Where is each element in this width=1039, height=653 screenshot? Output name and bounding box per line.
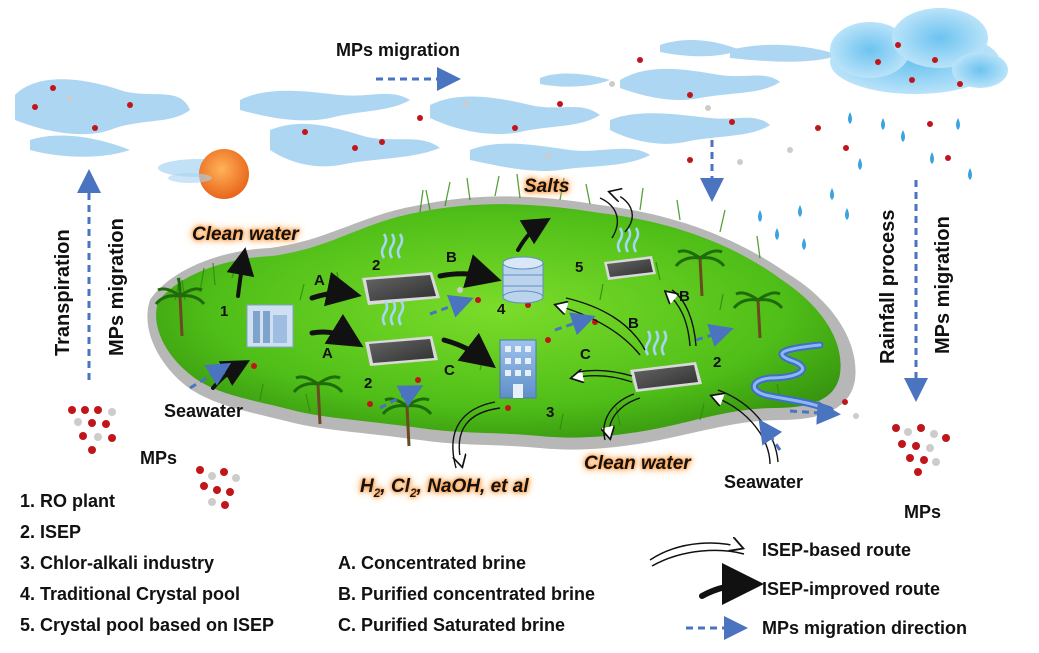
crystal-pool-icon [502, 256, 544, 304]
site-number-3: 3 [546, 404, 555, 421]
top-migration-label: MPs migration [336, 40, 461, 60]
legend-site-item: 5. Crystal pool based on ISEP [20, 615, 275, 635]
mps-cluster-bottom [196, 466, 240, 509]
legend-site-item: 2. ISEP [20, 522, 82, 542]
site-number-1: 1 [220, 303, 229, 320]
mps-right-label: MPs [904, 502, 942, 522]
isep-based-arrows [452, 192, 779, 468]
legend-route-isep-based: ISEP-based route [762, 540, 912, 560]
route-letter-a: A [314, 272, 325, 289]
salts-label: Salts [524, 176, 570, 197]
site-number-2: 2 [713, 354, 722, 371]
seawater-left-label: Seawater [164, 401, 244, 421]
legend-route-isep-improved: ISEP-improved route [762, 579, 941, 599]
route-letter-c: C [444, 362, 455, 379]
rainfall-label: Rainfall process [877, 209, 899, 364]
chlor-alkali-building-icon [499, 339, 537, 399]
site-number-2: 2 [372, 257, 381, 274]
rain-cloud [830, 8, 1008, 94]
route-letter-b: B [628, 315, 639, 332]
raindrops [758, 112, 972, 250]
mps-left-label: MPs [140, 448, 178, 468]
legend-brine-item: C. Purified Saturated brine [338, 615, 566, 635]
route-letter-b: B [446, 249, 457, 266]
site-number-4: 4 [497, 301, 506, 318]
seawater-right-label: Seawater [724, 472, 804, 492]
transpiration-label: Transpiration [52, 229, 74, 356]
route-letter-c: C [580, 346, 591, 363]
crystal-pool-isep-icon [604, 227, 656, 280]
legend-brine-item: A. Concentrated brine [338, 553, 527, 573]
mps-cluster-right [892, 424, 950, 476]
site-number-2: 2 [364, 375, 373, 392]
legend-site-item: 4. Traditional Crystal pool [20, 584, 241, 604]
ro-plant-icon [246, 304, 294, 348]
mps-migration-arrows [77, 67, 928, 451]
palm-trees [154, 249, 784, 447]
legend-isep-improved-symbol [699, 563, 764, 606]
site-number-5: 5 [575, 259, 584, 276]
isep-panel-icon [630, 330, 702, 392]
isep-panel-icon [365, 300, 438, 366]
mps-cluster-left [68, 406, 116, 454]
right-migration-label: MPs migration [932, 216, 954, 354]
microplastic-particles [32, 42, 963, 165]
route-letter-b: B [679, 288, 690, 305]
legend-site-item: 3. Chlor-alkali industry [20, 553, 215, 573]
sun [158, 149, 249, 199]
products-label: H2, Cl2, NaOH, et al [360, 476, 529, 500]
clean-water-bottom-label: Clean water [584, 453, 691, 474]
cloud-band [15, 40, 840, 171]
clean-water-top-label: Clean water [192, 224, 299, 245]
legend-brine-item: B. Purified concentrated brine [338, 584, 596, 604]
legend-isep-based-symbol [649, 543, 744, 567]
legend-route-mps-direction: MPs migration direction [762, 618, 968, 638]
isep-panel-icon [362, 233, 440, 305]
route-letter-a: A [322, 345, 333, 362]
legend-site-item: 1. RO plant [20, 491, 116, 511]
left-migration-label: MPs migration [106, 218, 128, 356]
